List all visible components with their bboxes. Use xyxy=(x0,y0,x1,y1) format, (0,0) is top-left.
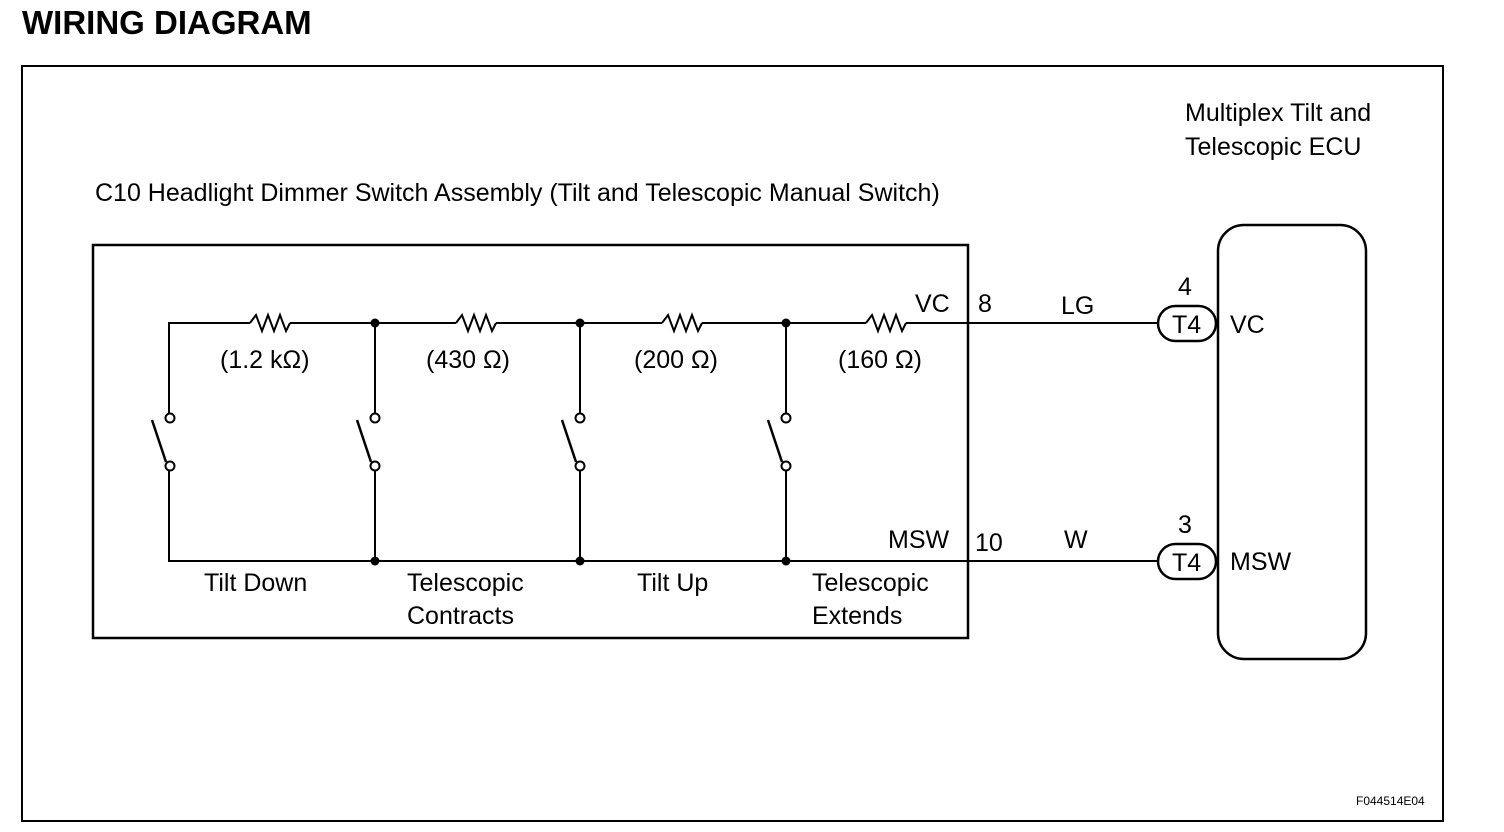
page-title: WIRING DIAGRAM xyxy=(22,4,312,41)
switch-label-telescopic-contracts-2: Contracts xyxy=(407,602,514,630)
resistor-label-4: (160 Ω) xyxy=(838,346,922,374)
msw-bus xyxy=(168,470,1160,562)
ecu-msw-pin: 3 xyxy=(1178,511,1192,539)
msw-terminal-label: MSW xyxy=(888,526,950,554)
ecu-title-line1: Multiplex Tilt and xyxy=(1185,99,1371,127)
connector-t4-vc-label: T4 xyxy=(1172,311,1201,339)
connector-t4-msw xyxy=(1156,542,1218,581)
switch-label-telescopic-extends-1: Telescopic xyxy=(812,569,929,597)
switch-label-tilt-down: Tilt Down xyxy=(204,569,307,597)
vc-terminal-label: VC xyxy=(915,290,950,318)
vc-pin-label: 8 xyxy=(978,290,992,318)
resistor-430 xyxy=(455,312,497,334)
ecu-vc-terminal: VC xyxy=(1230,311,1265,339)
resistor-200 xyxy=(661,312,703,334)
switch-telescopic-extends xyxy=(766,412,792,472)
msw-pin-label: 10 xyxy=(975,529,1003,557)
resistor-label-3: (200 Ω) xyxy=(634,346,718,374)
connector-t4-msw-label: T4 xyxy=(1172,549,1201,577)
wire-color-vc: LG xyxy=(1061,292,1094,320)
resistor-label-2: (430 Ω) xyxy=(426,346,510,374)
switch-label-tilt-up: Tilt Up xyxy=(637,569,708,597)
switch-assembly-box xyxy=(91,243,970,640)
diagram-frame xyxy=(21,65,1444,822)
switch-tilt-down xyxy=(150,412,176,472)
ecu-msw-terminal: MSW xyxy=(1230,548,1292,576)
switch-label-telescopic-contracts-1: Telescopic xyxy=(407,569,524,597)
resistor-160 xyxy=(865,312,907,334)
switch-telescopic-contracts xyxy=(355,412,381,472)
connector-t4-vc xyxy=(1156,304,1218,343)
ecu-vc-pin: 4 xyxy=(1178,273,1192,301)
switch-label-telescopic-extends-2: Extends xyxy=(812,602,902,630)
ecu-box xyxy=(1216,223,1368,661)
resistor-label-1: (1.2 kΩ) xyxy=(220,346,310,374)
switch-assembly-title: C10 Headlight Dimmer Switch Assembly (Ti… xyxy=(95,179,940,207)
figure-code: F044514E04 xyxy=(1356,794,1425,808)
ecu-title-line2: Telescopic ECU xyxy=(1185,133,1361,161)
resistor-1-2k xyxy=(249,312,291,334)
switch-tilt-up xyxy=(560,412,586,472)
wire-color-msw: W xyxy=(1064,526,1088,554)
junction-dots xyxy=(370,318,791,566)
switch-drops xyxy=(374,323,787,561)
